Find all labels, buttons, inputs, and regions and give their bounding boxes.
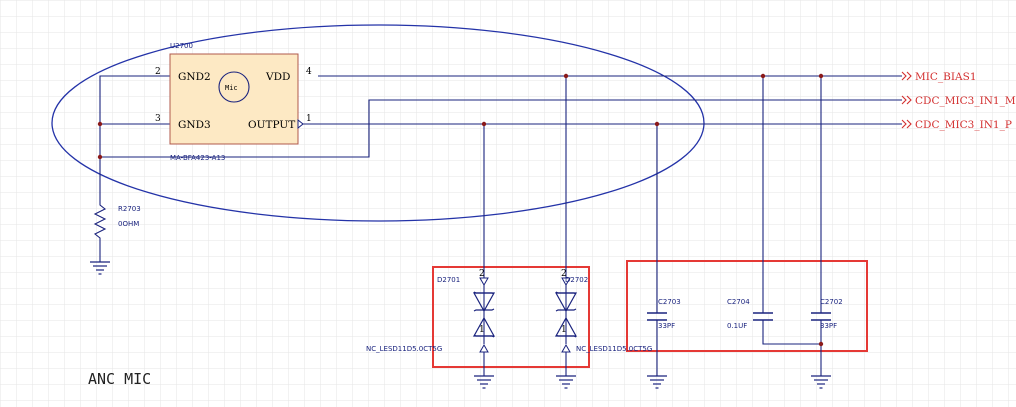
pin-number-3: 3 <box>155 114 161 124</box>
schematic-title: ANC MIC <box>88 370 151 388</box>
wire-c2704-bottom <box>762 320 821 345</box>
net-label-text: MIC_BIAS1 <box>915 71 977 83</box>
net-label-text: CDC_MIC3_IN1_P <box>915 119 1012 131</box>
junction-dot <box>97 121 103 127</box>
c2703-ref: C2703 <box>658 298 681 306</box>
c2702-value: 33PF <box>820 322 837 330</box>
wire-gnd2 <box>99 75 170 157</box>
pin-label-vdd: VDD <box>265 71 290 83</box>
net-arrow-icon <box>906 119 912 129</box>
net-label-text: CDC_MIC3_IN1_M <box>915 95 1016 107</box>
net-arrow-icon <box>901 119 907 129</box>
d2702-part: NC_LESD11D5.0CT5G <box>576 345 652 353</box>
wire-mic3-in1-m <box>100 99 902 158</box>
ground-icon <box>90 261 110 275</box>
c2703-value: 33PF <box>658 322 675 330</box>
d2701-ref: D2701 <box>437 276 460 284</box>
pin-number-4: 4 <box>306 67 312 77</box>
junction-dot <box>760 73 766 79</box>
c2704-value: 0.1UF <box>727 322 747 330</box>
pin-marker-icon <box>479 343 489 353</box>
ground-icon <box>811 375 831 389</box>
output-arrow-icon <box>297 118 304 130</box>
diode-pin-number: 1 <box>561 325 567 335</box>
diode-triangle-up <box>472 292 496 313</box>
junction-dot <box>97 154 103 160</box>
junction-dot <box>481 121 487 127</box>
net-arrow-icon <box>901 95 907 105</box>
diode-mid-bar <box>555 308 577 312</box>
ground-icon <box>556 375 576 389</box>
net-arrow-icon <box>906 95 912 105</box>
ground-icon <box>474 375 494 389</box>
pin-marker-icon <box>561 343 571 353</box>
net-arrow-icon <box>901 71 907 81</box>
ground-icon <box>647 375 667 389</box>
pin-label-output: OUTPUT <box>248 119 295 131</box>
u2700-body <box>169 53 299 145</box>
pin-number-1: 1 <box>306 114 312 124</box>
diode-d2701[interactable]: 2 1 <box>472 269 496 353</box>
diode-anode-bar <box>473 334 495 338</box>
junction-dot <box>654 121 660 127</box>
net-label-cdc-mic3-in1-p[interactable]: CDC_MIC3_IN1_P <box>901 119 1012 131</box>
c2704-ref: C2704 <box>727 298 750 306</box>
capacitor-plates <box>647 312 831 321</box>
diode-pin-number: 2 <box>479 269 485 279</box>
diode-mid-bar <box>473 308 495 312</box>
d2701-part: NC_LESD11D5.0CT5G <box>366 345 442 353</box>
mic-body-label: Mic <box>225 84 238 92</box>
ground-symbols <box>90 261 831 389</box>
pin-label-gnd3: GND3 <box>178 119 211 131</box>
wires <box>93 75 902 376</box>
net-label-mic-bias1[interactable]: MIC_BIAS1 <box>901 71 977 83</box>
resistor-r2703-symbol[interactable] <box>93 200 107 262</box>
component-u2700[interactable]: Mic U2700 MA-BFA423-A13 GND2 GND3 VDD OU… <box>155 42 312 162</box>
diode-pin-number: 2 <box>561 269 567 279</box>
diode-triangle-up <box>554 292 578 313</box>
pin-number-2: 2 <box>155 67 161 77</box>
u2700-ref: U2700 <box>170 42 193 50</box>
diode-d2702[interactable]: 2 1 <box>554 269 578 353</box>
net-labels: MIC_BIAS1 CDC_MIC3_IN1_M CDC_MIC3_IN1_P <box>901 71 1016 131</box>
junction-dot <box>818 341 824 347</box>
junction-dot <box>563 73 569 79</box>
mic-icon <box>218 71 250 103</box>
diode-anode-bar <box>555 334 577 338</box>
junction-dots <box>97 73 824 347</box>
pin-label-gnd2: GND2 <box>178 71 211 83</box>
r2703-ref: R2703 <box>118 205 141 213</box>
net-arrow-icon <box>906 71 912 81</box>
capacitor-highlight-box <box>626 260 868 352</box>
u2700-part: MA-BFA423-A13 <box>170 154 225 162</box>
net-label-cdc-mic3-in1-m[interactable]: CDC_MIC3_IN1_M <box>901 95 1016 107</box>
d2702-ref: D2702 <box>565 276 588 284</box>
pin-marker-icon <box>479 277 489 287</box>
r2703-value: 0OHM <box>118 220 139 228</box>
diode-highlight-box <box>432 266 590 368</box>
annotation-ellipse <box>51 24 705 222</box>
diode-pin-number: 1 <box>479 325 485 335</box>
junction-dot <box>818 73 824 79</box>
c2702-ref: C2702 <box>820 298 843 306</box>
pin-marker-icon <box>561 277 571 287</box>
